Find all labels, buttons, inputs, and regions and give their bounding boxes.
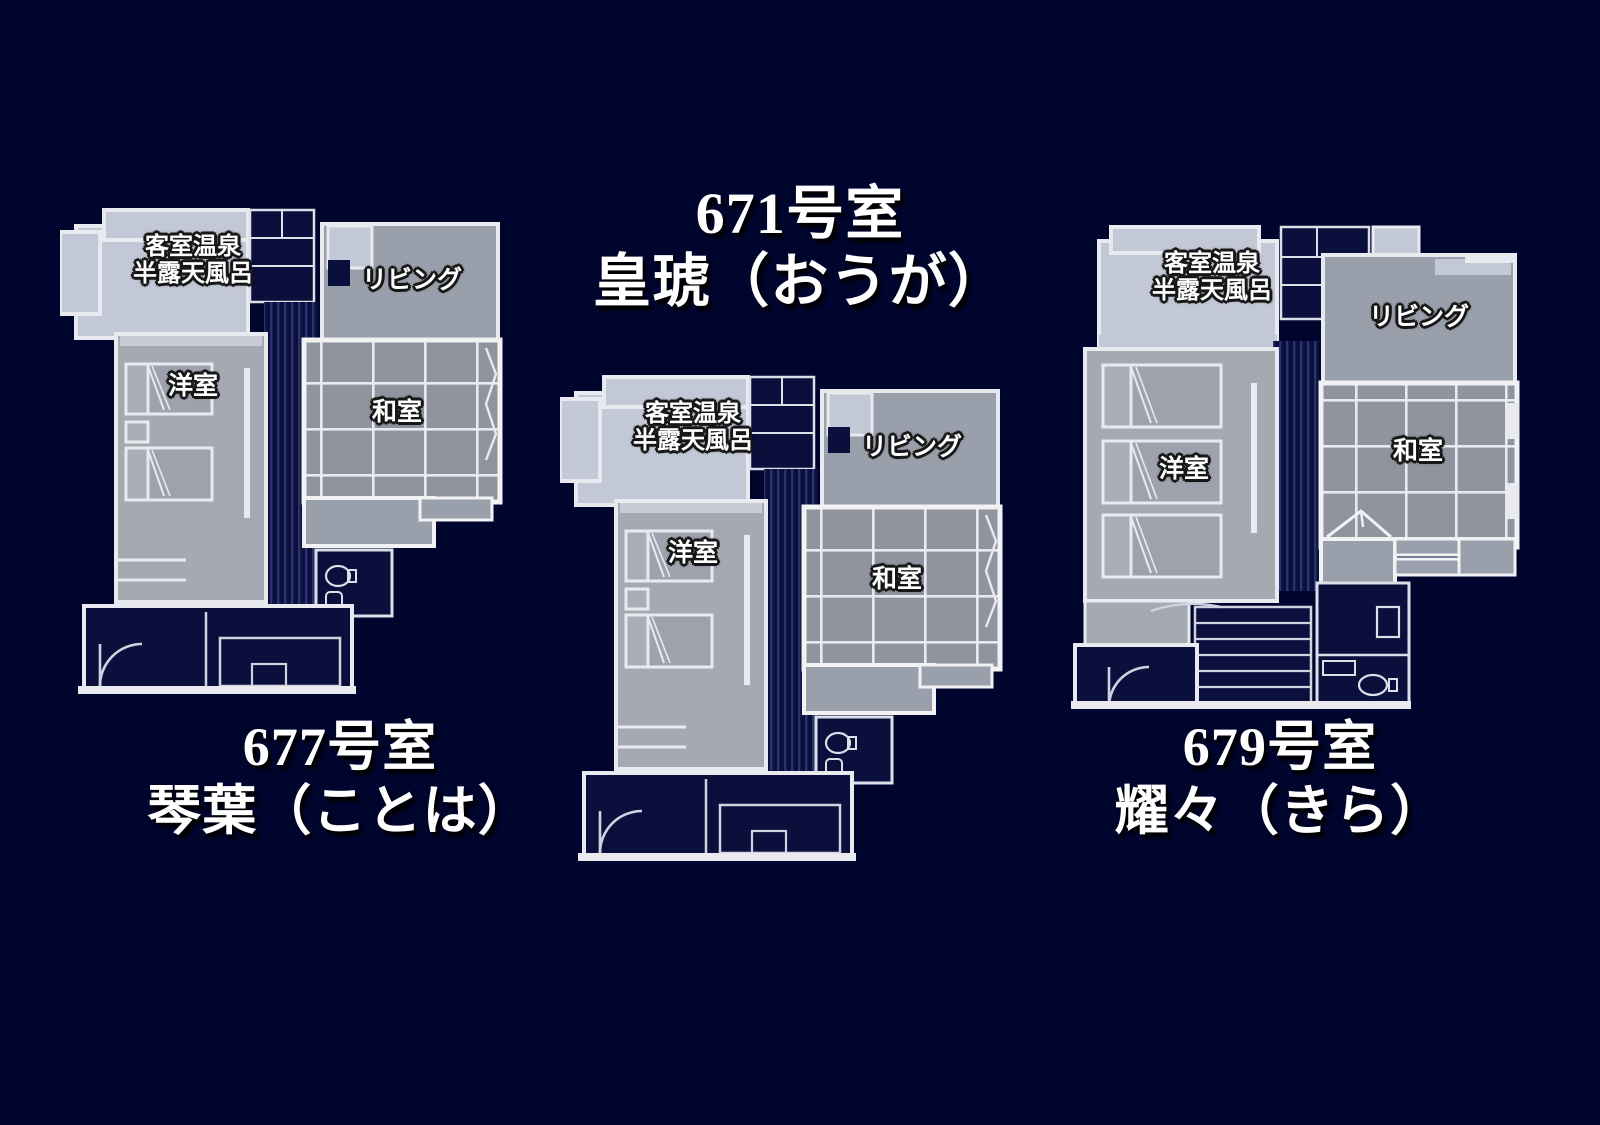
entrance-679 <box>1071 643 1411 709</box>
western-room-671 <box>614 499 768 771</box>
caption-677-name: 琴葉（ことは） <box>147 780 533 841</box>
caption-671-name: 皇琥（おうが） <box>592 249 1008 315</box>
caption-671-number: 671号室 <box>695 181 905 246</box>
japanese-room-679 <box>1318 380 1520 597</box>
stairs-679 <box>1150 602 1313 705</box>
caption-room-671: 671号室 皇琥（おうが） <box>440 180 1160 317</box>
floorplan-671-svg <box>560 375 1003 861</box>
corridor-679 <box>1273 341 1319 591</box>
living-room-679 <box>1321 253 1517 397</box>
floorplan-677[interactable]: 客室温泉 半露天風呂 リビング 洋室 和室 <box>60 198 520 698</box>
floorplan-671[interactable]: 客室温泉 半露天風呂 リビング 洋室 和室 <box>560 365 1020 865</box>
japanese-room-677 <box>301 337 503 548</box>
japanese-room-671 <box>801 504 1003 715</box>
entrance-677 <box>78 604 356 694</box>
utility-cells-671 <box>748 375 816 471</box>
utility-cells-677 <box>248 208 316 304</box>
caption-room-677: 677号室 琴葉（ことは） <box>20 716 660 843</box>
floorplan-679[interactable]: 客室温泉 半露天風呂 リビング 洋室 和室 <box>1055 215 1525 720</box>
toilet-679 <box>1315 581 1411 709</box>
western-room-677 <box>114 332 268 604</box>
entrance-671 <box>578 771 856 861</box>
floorplan-679-svg <box>1071 225 1520 709</box>
caption-679-name: 耀々（きら） <box>1114 780 1446 841</box>
caption-room-679: 679号室 耀々（きら） <box>960 716 1600 843</box>
caption-677-number: 677号室 <box>242 717 438 777</box>
western-room-679 <box>1083 347 1279 647</box>
onsen-bath-area-671 <box>560 375 750 507</box>
caption-679-number: 679号室 <box>1182 717 1378 777</box>
floorplan-677-svg <box>60 208 503 694</box>
onsen-bath-area-677 <box>60 208 250 340</box>
